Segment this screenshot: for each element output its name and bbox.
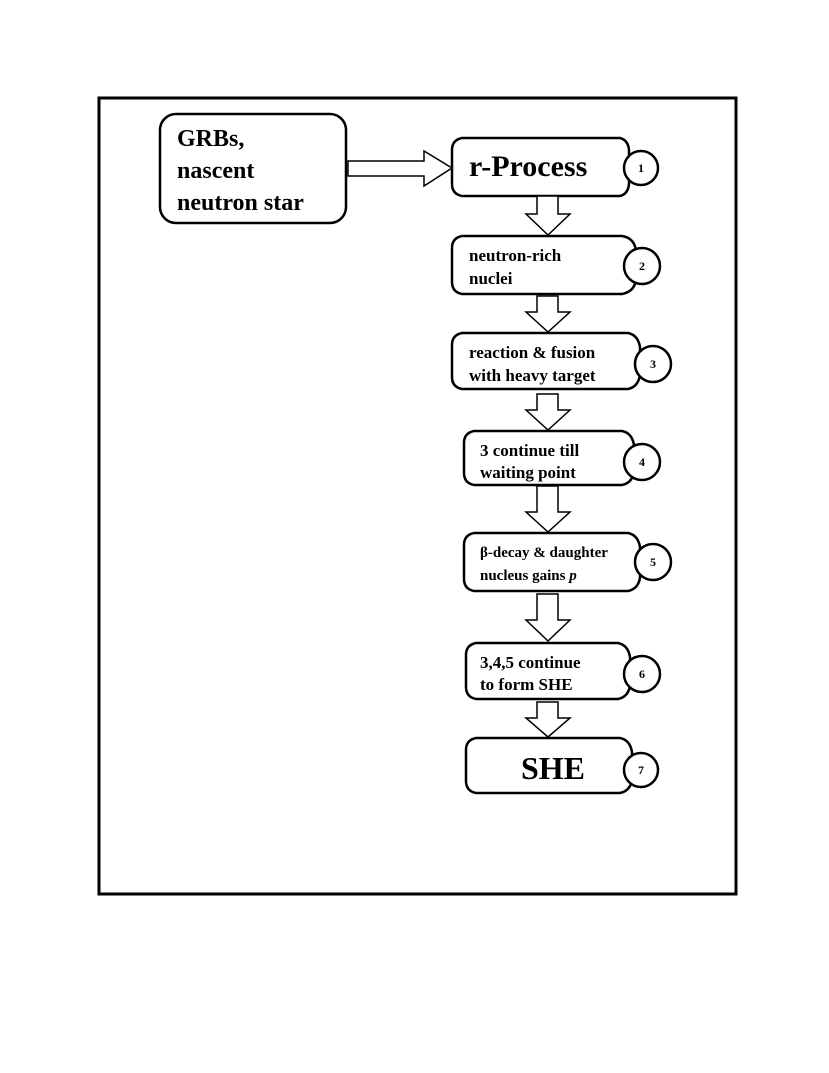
step-6-node: 3,4,5 continue to form SHE 6 (464, 641, 662, 701)
step-1-number-circle (622, 149, 660, 187)
step-4-box (462, 429, 636, 487)
step-1-node: r-Process 1 (450, 136, 660, 198)
arrow-step-5-to-step-6 (524, 593, 572, 643)
source-line-3: neutron star (177, 190, 304, 216)
arrow-step-2-to-step-3 (524, 295, 572, 334)
step-5-node: β-decay & daughter nucleus gains p 5 (462, 531, 673, 593)
arrow-step-3-to-step-4 (524, 393, 572, 432)
step-2-line-1: neutron-rich (469, 246, 562, 265)
step-6-number: 6 (639, 667, 645, 681)
step-3-number-circle (633, 344, 673, 384)
arrow-step-1-to-step-2 (524, 195, 572, 237)
step-3-number: 3 (650, 357, 656, 371)
step-2-number-circle (622, 246, 662, 286)
step-2-node: neutron-rich nuclei 2 (450, 234, 662, 296)
step-4-number: 4 (639, 455, 645, 469)
step-5-box (462, 531, 642, 593)
step-7-node: SHE 7 (464, 736, 660, 795)
step-7-number: 7 (638, 763, 644, 777)
step-3-line-2: with heavy target (469, 366, 596, 385)
source-line-2: nascent (177, 158, 254, 184)
source-line-1: GRBs, (177, 126, 244, 152)
step-3-box (450, 331, 642, 391)
step-4-node: 3 continue till waiting point 4 (462, 429, 662, 487)
step-2-line-2: nuclei (469, 269, 513, 288)
step-5-number: 5 (650, 555, 656, 569)
source-node: GRBs, nascent neutron star (158, 112, 348, 225)
arrow-step-6-to-step-7 (523, 701, 573, 738)
step-7-box (464, 736, 634, 795)
step-7-label: SHE (521, 750, 585, 786)
step-4-line-2: waiting point (480, 463, 576, 482)
arrow-source-to-step-1 (347, 149, 454, 188)
diagram-frame (97, 96, 738, 896)
step-6-box (464, 641, 632, 701)
step-6-line-2: to form SHE (480, 675, 573, 694)
step-5-line-2: nucleus gains p (480, 568, 577, 584)
step-2-box (450, 234, 638, 296)
arrow-step-4-to-step-5 (524, 485, 572, 534)
step-5-line-1: β-decay & daughter (480, 545, 608, 561)
step-2-number: 2 (639, 259, 645, 273)
source-box (158, 112, 348, 225)
step-4-number-circle (622, 442, 662, 482)
step-1-box (450, 136, 631, 198)
step-3-node: reaction & fusion with heavy target 3 (450, 331, 673, 391)
step-4-line-1: 3 continue till (480, 441, 579, 460)
step-1-number: 1 (638, 161, 644, 175)
step-5-number-circle (633, 542, 673, 582)
step-7-number-circle (622, 751, 660, 789)
step-3-line-1: reaction & fusion (469, 343, 596, 362)
step-6-line-1: 3,4,5 continue (480, 653, 581, 672)
step-1-label: r-Process (469, 150, 587, 183)
step-6-number-circle (622, 654, 662, 694)
